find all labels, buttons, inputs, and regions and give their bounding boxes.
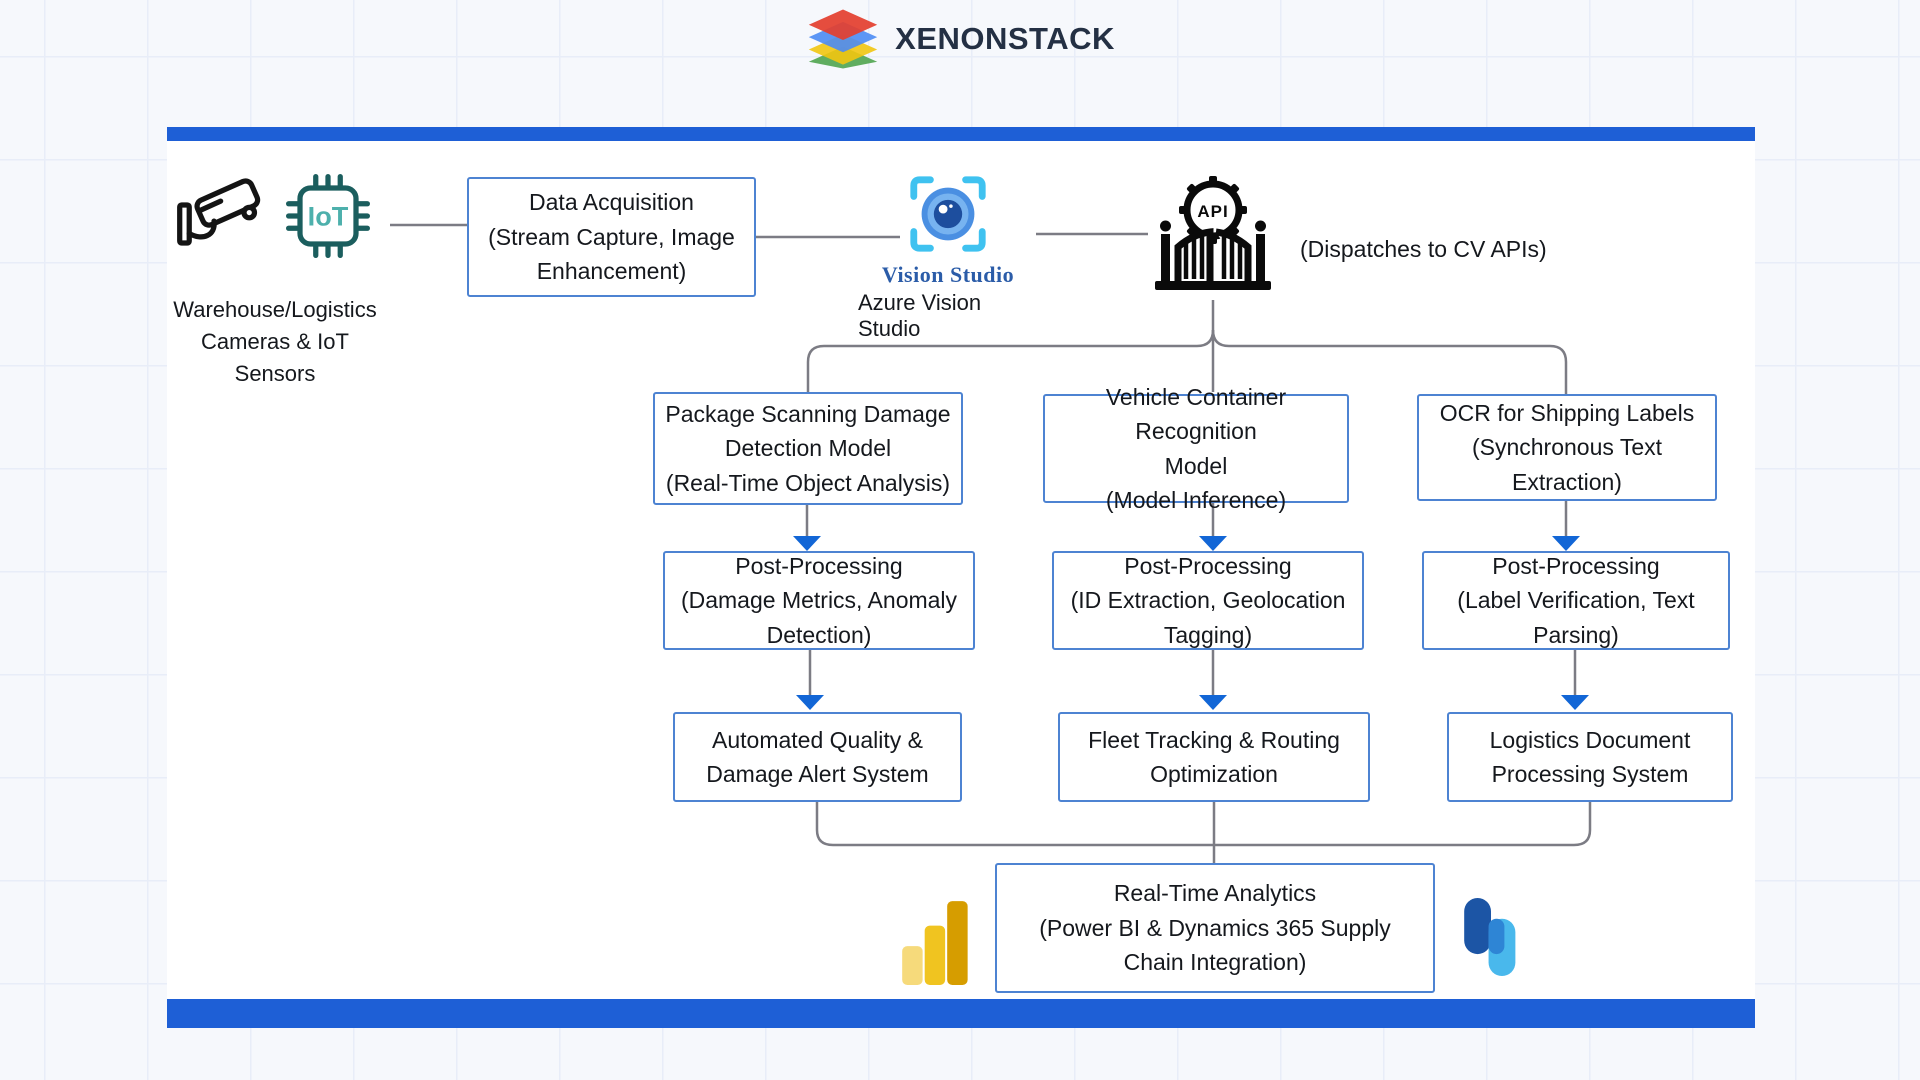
iot-chip-label: IoT bbox=[308, 201, 349, 232]
box-line: Tagging) bbox=[1163, 621, 1253, 648]
sources-label-line: Cameras & IoT bbox=[201, 328, 349, 354]
box-line: Post-Processing bbox=[1492, 552, 1660, 579]
box-line: Parsing) bbox=[1533, 621, 1619, 648]
power-bi-bar-chart-icon bbox=[902, 901, 968, 985]
dynamics-365-icon bbox=[1464, 898, 1516, 976]
box-line: Detection Model bbox=[724, 435, 892, 462]
box-line: (Damage Metrics, Anomaly bbox=[680, 587, 958, 614]
sources-label: Warehouse/Logistics Cameras & IoT Sensor… bbox=[140, 294, 410, 390]
box-line: (Power BI & Dynamics 365 Supply bbox=[1039, 914, 1391, 941]
top-accent-bar bbox=[167, 127, 1755, 141]
box-line: Model bbox=[1164, 452, 1228, 479]
box-line: OCR for Shipping Labels bbox=[1439, 399, 1695, 426]
model-box-vehicle-container: Vehicle Container Recognition Model (Mod… bbox=[1043, 384, 1349, 513]
api-gateway-icon: API bbox=[1155, 176, 1271, 290]
layer-stack-logo-icon bbox=[808, 9, 878, 69]
vision-studio-subcaption: Azure Vision Studio bbox=[858, 290, 982, 341]
box-line: Optimization bbox=[1150, 761, 1278, 787]
output-box-document-processing: Logistics Document Processing System bbox=[1447, 712, 1733, 802]
box-line: (Model Inference) bbox=[1105, 487, 1287, 513]
box-line: Processing System bbox=[1491, 761, 1689, 787]
vision-studio-eye-icon bbox=[910, 176, 986, 252]
box-line: Real-Time Analytics bbox=[1113, 880, 1317, 907]
box-line: Automated Quality & bbox=[712, 726, 923, 753]
box-line: Logistics Document bbox=[1489, 726, 1691, 753]
vision-studio-node: Vision Studio Azure Vision Studio bbox=[858, 170, 1038, 342]
box-line: Enhancement) bbox=[536, 258, 687, 285]
box-line: Post-Processing bbox=[1124, 552, 1292, 579]
box-line: (Label Verification, Text bbox=[1457, 587, 1695, 614]
box-line: Chain Integration) bbox=[1123, 949, 1307, 976]
box-line: Damage Alert System bbox=[706, 761, 929, 787]
box-line: (ID Extraction, Geolocation bbox=[1070, 587, 1346, 614]
vision-studio-caption: Vision Studio bbox=[881, 262, 1015, 287]
data-acquisition-box: Data Acquisition (Stream Capture, Image … bbox=[467, 177, 756, 297]
box-line: (Synchronous Text bbox=[1471, 434, 1663, 461]
box-line: Detection) bbox=[766, 621, 872, 648]
sources-label-line: Warehouse/Logistics bbox=[173, 297, 377, 322]
postprocessing-box-label-verification: Post-Processing (Label Verification, Tex… bbox=[1422, 551, 1730, 650]
model-box-package-scanning: Package Scanning Damage Detection Model … bbox=[653, 392, 963, 505]
analytics-box: Real-Time Analytics (Power BI & Dynamics… bbox=[995, 863, 1435, 993]
box-line: Fleet Tracking & Routing bbox=[1088, 726, 1340, 753]
box-line: (Real-Time Object Analysis) bbox=[665, 469, 951, 496]
box-line: Post-Processing bbox=[735, 552, 903, 579]
sources-label-line: Sensors bbox=[234, 360, 316, 386]
box-line: Package Scanning Damage bbox=[665, 400, 951, 427]
postprocessing-box-damage: Post-Processing (Damage Metrics, Anomaly… bbox=[663, 551, 975, 650]
model-box-ocr-labels: OCR for Shipping Labels (Synchronous Tex… bbox=[1417, 394, 1717, 501]
cctv-camera-icon bbox=[177, 178, 261, 246]
brand-name: XENONSTACK bbox=[895, 21, 1115, 56]
bottom-accent-bar bbox=[167, 999, 1755, 1028]
box-line: Extraction) bbox=[1512, 468, 1622, 495]
postprocessing-box-geolocation: Post-Processing (ID Extraction, Geolocat… bbox=[1052, 551, 1364, 650]
iot-chip-icon: IoT bbox=[286, 174, 370, 258]
box-line: (Stream Capture, Image bbox=[488, 223, 735, 250]
box-line: Data Acquisition bbox=[529, 189, 694, 216]
output-box-fleet-tracking: Fleet Tracking & Routing Optimization bbox=[1058, 712, 1370, 802]
box-line: Vehicle Container Recognition bbox=[1105, 383, 1287, 445]
brand-header: XENONSTACK bbox=[0, 6, 1920, 72]
output-box-quality-alert: Automated Quality & Damage Alert System bbox=[673, 712, 962, 802]
api-gateway-label: API bbox=[1197, 202, 1228, 221]
dispatch-annotation: (Dispatches to CV APIs) bbox=[1300, 236, 1547, 262]
